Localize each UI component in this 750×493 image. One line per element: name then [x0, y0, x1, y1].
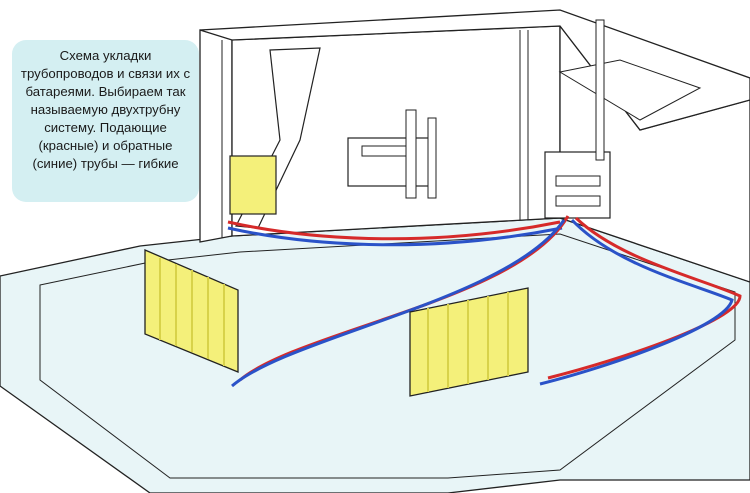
right-riser-pipe — [595, 19, 605, 161]
riser-pipe — [427, 117, 437, 199]
manifold-center — [361, 145, 413, 157]
manifold-right-lower — [555, 195, 601, 207]
caption-box: Схема укладки трубопроводов и связи их с… — [12, 40, 199, 202]
return-pipe — [539, 218, 734, 386]
wall-left — [199, 29, 233, 243]
manifold-right-upper — [555, 175, 601, 187]
return-pipe — [231, 219, 566, 388]
return-pipe — [227, 226, 563, 247]
radiator-back — [229, 155, 277, 215]
riser-pipe — [405, 109, 417, 199]
supply-pipe — [547, 216, 742, 380]
supply-pipe — [227, 220, 561, 241]
ceiling-edge — [199, 9, 750, 131]
floor-inner-outline — [39, 233, 736, 479]
manifold-box-center — [347, 137, 431, 187]
